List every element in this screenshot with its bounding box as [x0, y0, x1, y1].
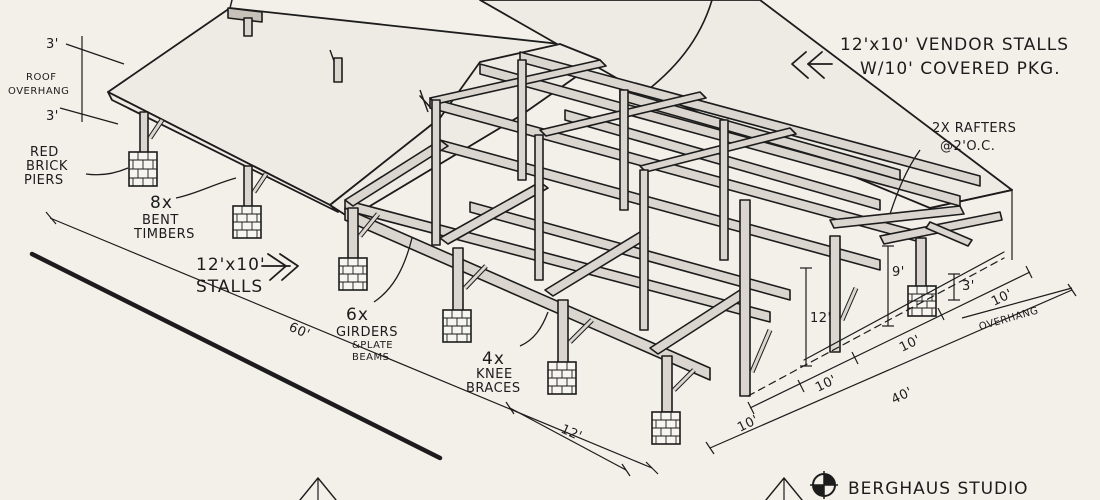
roof-overhang-label-line2: OVERHANG: [8, 86, 69, 97]
brick-pier: [442, 309, 472, 343]
bent-timbers-label-line1: 8x: [150, 193, 173, 213]
girders-label-line3: &PLATE: [352, 340, 393, 351]
dim-bay-width: 12': [558, 422, 584, 444]
stalls-label-line2: STALLS: [196, 277, 263, 297]
cross-beams: [344, 59, 1003, 355]
dim-bay-c: 10': [897, 333, 923, 356]
brick-pier: [547, 361, 577, 395]
dim-eave-height: 9': [892, 265, 905, 280]
dimension-lines: [45, 36, 1077, 477]
posts: [139, 59, 927, 413]
brick-pier: [651, 411, 681, 445]
red-brick-label-line2: BRICK: [26, 159, 68, 174]
north-triangle-icon: [299, 477, 337, 500]
knee-braces: [147, 118, 859, 392]
girders-label-line1: 6x: [346, 305, 369, 325]
rafters-label-line2: @2'O.C.: [940, 139, 995, 154]
red-brick-label-line3: PIERS: [24, 173, 64, 188]
dim-overhang-bottom: 3': [46, 109, 59, 124]
knee-braces-label-line1: 4x: [482, 349, 505, 369]
compass-logo-icon: [810, 471, 838, 499]
vendor-stalls-label-line2: W/10' COVERED PKG.: [860, 59, 1061, 79]
dim-overhang-top: 3': [46, 37, 59, 52]
north-triangle-icon: [765, 477, 803, 500]
dim-post-height: 12': [810, 311, 832, 326]
overhang-right-label: OVERHANG: [978, 305, 1040, 332]
roof-overhang-label-line1: ROOF: [26, 72, 56, 83]
bent-timbers-label-line2: BENT: [142, 213, 179, 228]
brick-pier: [232, 205, 262, 239]
vendor-stalls-label-line1: 12'x10' VENDOR STALLS: [840, 35, 1069, 55]
double-chevron-arrow-icon: [791, 51, 833, 79]
brick-pier: [128, 151, 158, 187]
dim-bay-a: 10': [735, 413, 761, 436]
red-brick-label-line1: RED: [30, 145, 59, 160]
studio-name: BERGHAUS STUDIO: [848, 479, 1029, 499]
dim-width-total: 40': [889, 385, 915, 408]
knee-braces-label-line3: BRACES: [466, 381, 521, 396]
dim-pier-height: 3': [962, 279, 975, 294]
leader-lines: [85, 149, 921, 347]
double-chevron-arrow-icon: [261, 253, 299, 281]
bent-timbers-label-line3: TIMBERS: [133, 227, 195, 242]
dim-length: 60': [286, 320, 312, 342]
girders-label-line2: GIRDERS: [336, 325, 398, 340]
girders-label-line4: BEAMS: [352, 352, 390, 363]
ground-lines: [29, 251, 1005, 461]
brick-pier: [338, 257, 368, 291]
knee-braces-label-line2: KNEE: [476, 367, 513, 382]
stalls-label-line1: 12'x10': [196, 255, 266, 275]
rafters-label-line1: 2X RAFTERS: [932, 121, 1016, 136]
